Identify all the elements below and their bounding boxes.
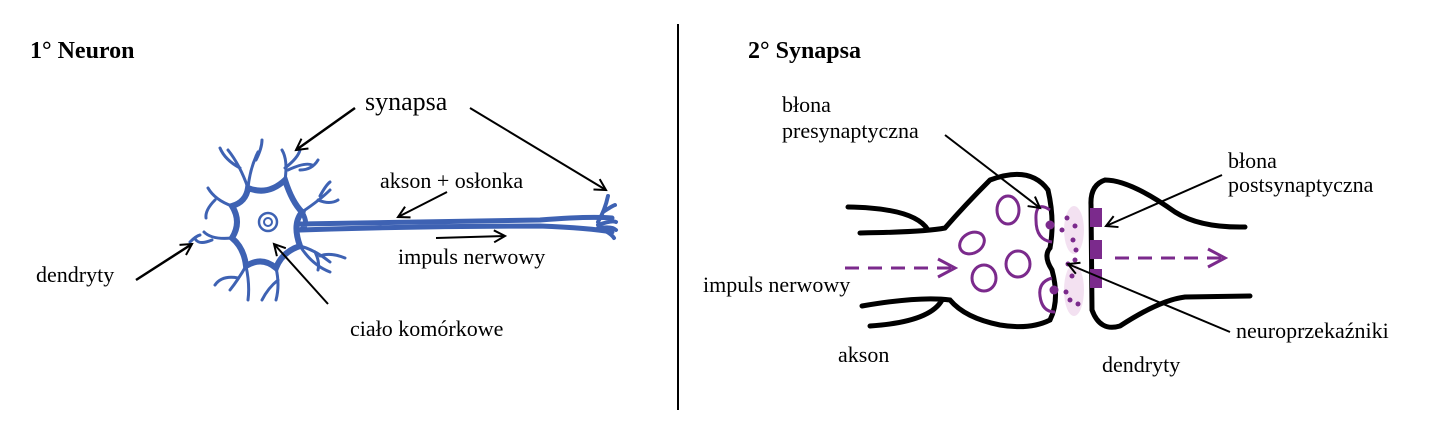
label-dendrites-synapse: dendryty <box>1102 352 1180 377</box>
label-dendrites: dendryty <box>36 262 114 287</box>
axon-terminals <box>596 194 618 240</box>
synapse-title: 2° Synapsa <box>748 38 861 64</box>
presynaptic-terminal <box>845 171 1058 330</box>
arrow-impulse <box>435 236 505 238</box>
label-postsynaptic-2: postsynaptyczna <box>1228 172 1374 197</box>
vesicles <box>958 194 1056 314</box>
label-neurotransmitters: neuroprzekaźniki <box>1236 318 1389 343</box>
cell-body <box>227 174 307 274</box>
arrow-synapse-left <box>296 106 356 150</box>
label-impulse: impuls nerwowy <box>398 244 545 269</box>
label-presynaptic-1: błona <box>782 92 831 117</box>
arrow-postsynaptic <box>1106 174 1223 226</box>
arrow-axon <box>398 191 448 217</box>
arrow-dendrites <box>135 244 192 282</box>
label-axon-synapse: akson <box>838 342 889 367</box>
label-synapse: synapsa <box>365 87 448 116</box>
postsynaptic-terminal <box>1088 177 1253 330</box>
neuron-title: 1° Neuron <box>30 38 135 64</box>
label-axon: akson + osłonka <box>380 168 523 193</box>
arrow-cell-body <box>274 244 329 305</box>
axon <box>297 209 615 235</box>
dendrites <box>188 138 347 302</box>
nucleus-inner <box>263 217 273 227</box>
arrow-presynaptic <box>944 134 1040 208</box>
label-impulse-synapse: impuls nerwowy <box>703 272 850 297</box>
label-cell-body: ciało komórkowe <box>350 316 503 341</box>
label-presynaptic-2: presynaptyczna <box>782 118 919 143</box>
synapse-illustration <box>845 171 1253 330</box>
arrow-neurotransmitters <box>1068 264 1231 333</box>
label-postsynaptic-1: błona <box>1228 148 1277 173</box>
arrow-synapse-right <box>469 107 606 190</box>
neuron-illustration <box>188 138 618 302</box>
nucleus-outer <box>257 211 279 233</box>
